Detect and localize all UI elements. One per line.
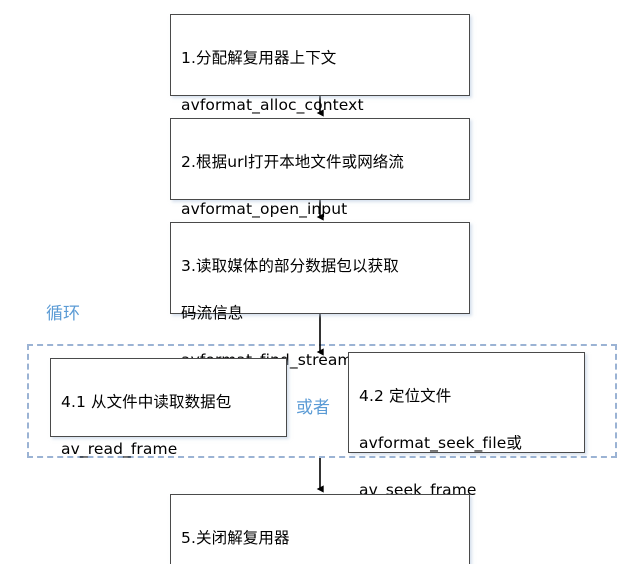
step-4-2-api-label-line1: avformat_seek_file或 [359, 433, 523, 452]
step-1-chinese-label: 1.分配解复用器上下文 [181, 48, 337, 67]
step-3-chinese-label-line1: 3.读取媒体的部分数据包以获取 [181, 256, 399, 275]
step-4-1-api-label: av_read_frame [61, 439, 178, 458]
step-3-find-stream-info-box[interactable]: 3.读取媒体的部分数据包以获取 码流信息 avformat_find_strea… [170, 222, 470, 369]
loop-region-dashed-box [27, 344, 617, 458]
step-2-chinese-label: 2.根据url打开本地文件或网络流 [181, 152, 404, 171]
loop-annotation-label: 循环 [46, 304, 80, 324]
or-annotation-label: 或者 [296, 398, 330, 418]
step-2-open-input-box[interactable]: 2.根据url打开本地文件或网络流 avformat_open_input [170, 118, 470, 218]
step-3-chinese-label-line2: 码流信息 [181, 303, 244, 322]
step-5-chinese-label: 5.关闭解复用器 [181, 528, 290, 547]
step-1-alloc-context-box[interactable]: 1.分配解复用器上下文 avformat_alloc_context [170, 14, 470, 114]
step-2-api-label: avformat_open_input [181, 199, 348, 218]
step-4-1-read-frame-box[interactable]: 4.1 从文件中读取数据包 av_read_frame [50, 358, 287, 458]
step-4-1-chinese-label: 4.1 从文件中读取数据包 [61, 392, 232, 411]
step-5-close-input-box[interactable]: 5.关闭解复用器 avformat_close_input [170, 494, 470, 564]
step-4-2-chinese-label: 4.2 定位文件 [359, 386, 452, 405]
step-4-2-seek-file-box[interactable]: 4.2 定位文件 avformat_seek_file或 av_seek_fra… [348, 352, 585, 499]
step-1-api-label: avformat_alloc_context [181, 95, 364, 114]
